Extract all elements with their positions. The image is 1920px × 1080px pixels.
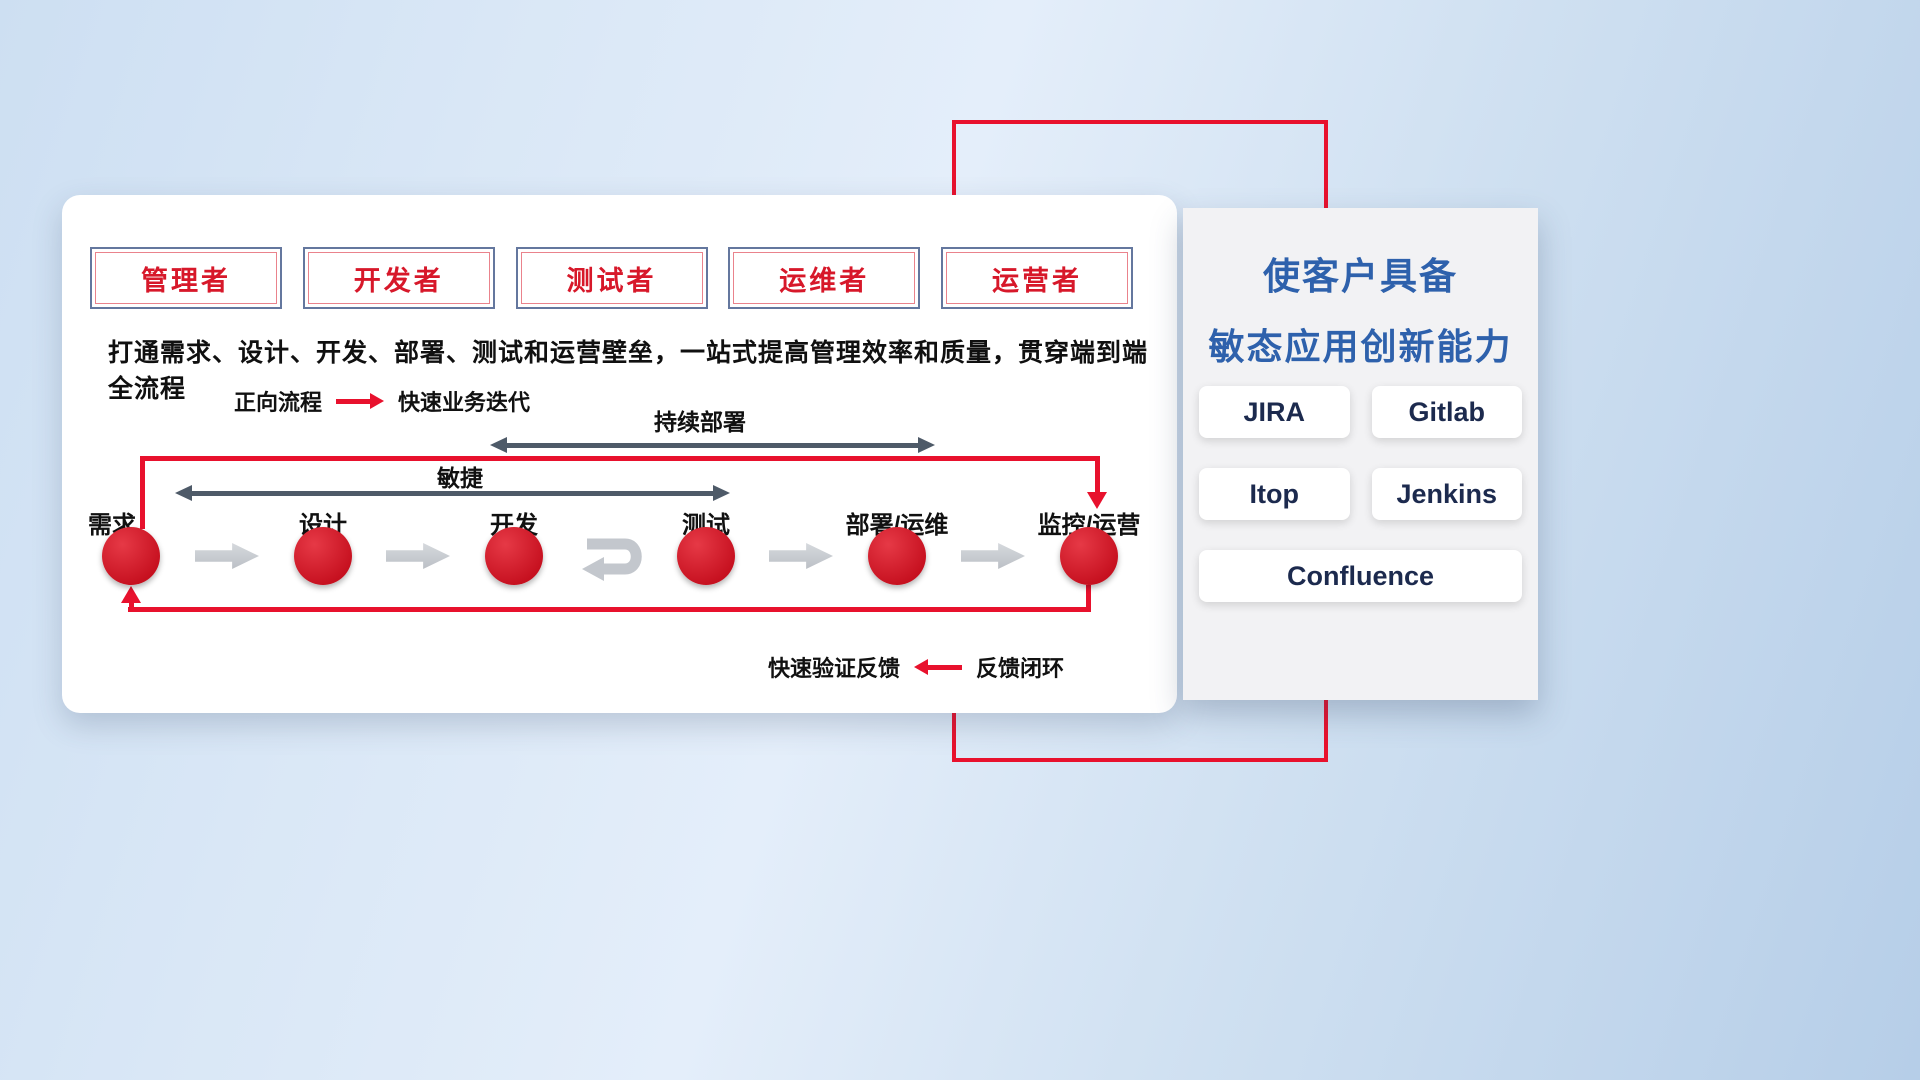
role-label: 开发者 xyxy=(353,265,444,296)
tool-itop: Itop xyxy=(1199,468,1350,520)
legend-forward-label: 正向流程 xyxy=(234,390,323,415)
roles-row: 管理者 开发者 测试者 运维者 运营者 xyxy=(90,247,1133,309)
node-circle-development xyxy=(485,527,543,585)
feedback-loop-bottom-line xyxy=(128,607,1091,612)
node-circle-testing xyxy=(677,527,735,585)
tool-confluence: Confluence xyxy=(1199,550,1522,602)
capability-panel: 使客户具备 敏态应用创新能力 JIRA Gitlab Itop Jenkins … xyxy=(1183,208,1538,700)
flow-arrow-icon xyxy=(386,543,450,569)
role-label: 运维者 xyxy=(779,265,870,296)
tool-jenkins: Jenkins xyxy=(1371,468,1522,520)
red-right-arrow-icon xyxy=(336,393,385,409)
role-box-ops: 运维者 xyxy=(728,247,921,309)
card-subtitle: 打通需求、设计、开发、部署、测试和运营壁垒，一站式提高管理效率和质量，贯穿端到端… xyxy=(108,339,1149,403)
continuous-deploy-span-arrow-icon xyxy=(490,437,935,453)
red-left-arrow-icon xyxy=(914,659,963,675)
feedback-loop-right-line xyxy=(1086,585,1091,612)
role-label: 运营者 xyxy=(992,265,1082,296)
flow-arrow-icon xyxy=(195,543,259,569)
continuous-deploy-label: 持续部署 xyxy=(654,409,746,435)
legend-feedback-label: 快速验证反馈 xyxy=(768,656,901,681)
forward-loop-top-line xyxy=(140,456,1100,461)
role-label: 测试者 xyxy=(566,265,657,296)
panel-title-line2: 敏态应用创新能力 xyxy=(1208,326,1513,367)
role-label: 管理者 xyxy=(141,265,231,296)
legend-feedback: 快速验证反馈 反馈闭环 xyxy=(768,653,1064,681)
forward-loop-right-line xyxy=(1095,456,1100,494)
tools-grid: JIRA Gitlab Itop Jenkins Confluence xyxy=(1199,386,1522,602)
devops-flow-card: 管理者 开发者 测试者 运维者 运营者 打通需求、设计、开发、部署、测试和运营壁… xyxy=(62,195,1177,713)
panel-title-line1: 使客户具备 xyxy=(1263,256,1458,297)
agile-span-arrow-icon xyxy=(175,485,730,501)
forward-loop-left-line xyxy=(140,456,145,529)
agile-label: 敏捷 xyxy=(437,465,483,491)
flow-arrow-icon xyxy=(961,543,1025,569)
node-circle-deploy-ops xyxy=(868,527,926,585)
role-box-manager: 管理者 xyxy=(90,247,282,309)
legend-forward-desc: 快速业务迭代 xyxy=(398,390,531,415)
flow-arrow-icon xyxy=(769,543,833,569)
node-circle-requirements xyxy=(102,527,160,585)
legend-feedback-desc: 反馈闭环 xyxy=(976,656,1065,681)
role-box-operator: 运营者 xyxy=(941,247,1133,309)
node-circle-design xyxy=(294,527,352,585)
iteration-uturn-arrow-icon xyxy=(582,538,642,581)
tool-gitlab: Gitlab xyxy=(1371,386,1522,438)
node-circle-monitor-operate xyxy=(1060,527,1118,585)
legend-forward: 正向流程 快速业务迭代 xyxy=(234,387,530,415)
feedback-loop-arrowhead-icon xyxy=(121,586,141,603)
tool-jira: JIRA xyxy=(1199,386,1350,438)
forward-loop-arrowhead-icon xyxy=(1087,492,1107,509)
role-box-developer: 开发者 xyxy=(302,247,495,309)
role-box-tester: 测试者 xyxy=(515,247,708,309)
feedback-loop-left-line xyxy=(129,601,134,612)
